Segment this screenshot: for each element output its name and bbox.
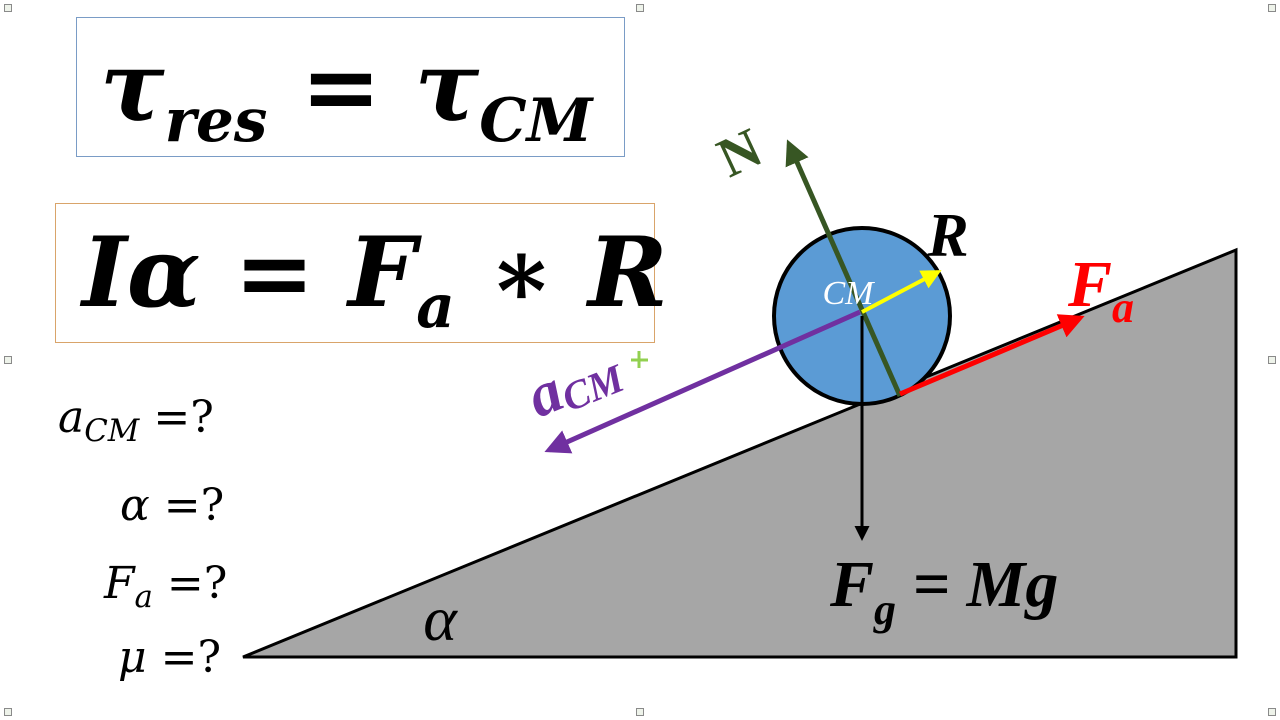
radius-arrow: [861, 270, 942, 314]
selection-handle-top-center[interactable]: [636, 4, 644, 12]
selection-handle-middle-left[interactable]: [4, 356, 12, 364]
normal-label: N: [708, 117, 771, 190]
torque-equation-box[interactable]: [76, 17, 625, 157]
unknown-fa: Fa =?: [104, 558, 228, 616]
torque-equation: τres = τCM: [100, 30, 593, 156]
friction-label: Fa: [1067, 248, 1134, 332]
unknown-mu: μ =?: [118, 632, 222, 683]
cm-label: CM: [823, 275, 876, 312]
selection-handle-bottom-right[interactable]: [1268, 708, 1276, 716]
selection-handle-middle-right[interactable]: [1268, 356, 1276, 364]
unknown-alpha: α =?: [120, 480, 225, 531]
incline-triangle[interactable]: [242, 247, 1238, 659]
move-cursor-icon: [631, 351, 648, 368]
gravity-label: Fg = Mg: [829, 548, 1058, 634]
acceleration-arrow: [544, 309, 862, 454]
normal-force-arrow: [785, 139, 903, 398]
radius-label: R: [926, 202, 968, 270]
friction-force-arrow: [899, 314, 1085, 397]
unknown-acm: aCM =?: [58, 392, 214, 450]
selection-handle-bottom-center[interactable]: [636, 708, 644, 716]
selection-handle-bottom-left[interactable]: [4, 708, 12, 716]
angle-label: α: [423, 583, 458, 654]
selection-handle-top-left[interactable]: [4, 4, 12, 12]
acceleration-label: aCM: [518, 332, 632, 431]
selection-handle-top-right[interactable]: [1268, 4, 1276, 12]
rotation-equation: Iα = Fa ∗ R: [82, 216, 668, 342]
rotation-equation-box[interactable]: [55, 203, 655, 343]
